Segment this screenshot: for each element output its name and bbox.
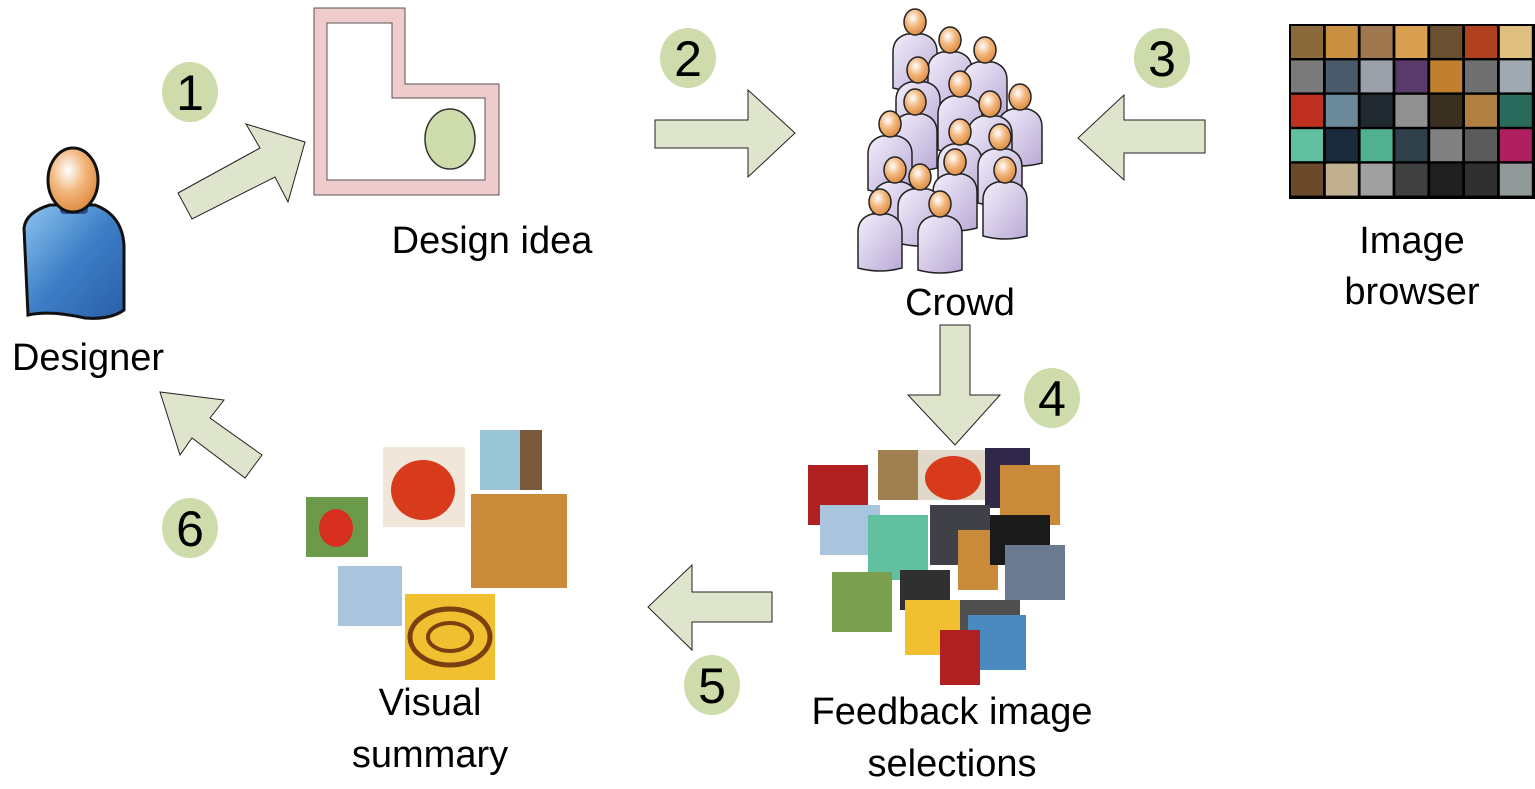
- feedback-label-2: selections: [868, 743, 1037, 785]
- thumbnail: [1291, 94, 1323, 127]
- thumbnail: [1395, 94, 1428, 127]
- step-4-badge: 4: [1024, 368, 1080, 428]
- svg-text:4: 4: [1038, 371, 1066, 427]
- design-idea-label: Design idea: [392, 220, 594, 262]
- arrow-6-icon: [159, 391, 263, 479]
- thumbnail: [1325, 163, 1358, 196]
- designer-person-icon: [22, 146, 126, 320]
- thumbnail: [1465, 163, 1497, 196]
- thumbnail: [1465, 129, 1497, 162]
- designer-label: Designer: [12, 337, 164, 379]
- step-5-badge: 5: [684, 655, 740, 715]
- arrow-3-icon: [1077, 93, 1206, 182]
- floorplan-icon: [313, 7, 500, 196]
- thumbnail: [1430, 94, 1463, 127]
- feedback-thumbnail: [868, 515, 928, 580]
- tomato-thumbnail: [925, 456, 981, 500]
- thumbnail: [1360, 94, 1393, 127]
- arrow-5-icon: [647, 563, 773, 652]
- thumbnail: [1465, 26, 1497, 58]
- thumbnail: [1430, 129, 1463, 162]
- thumbnail: [1291, 26, 1323, 58]
- thumbnail: [1360, 129, 1393, 162]
- thumbnail: [1395, 163, 1428, 196]
- svg-text:1: 1: [176, 65, 204, 121]
- thumbnail: [1291, 129, 1323, 162]
- image-browser-grid-icon: [1289, 24, 1535, 199]
- step-1-badge: 1: [162, 62, 218, 122]
- step-2-badge: 2: [660, 28, 716, 88]
- svg-text:2: 2: [674, 31, 702, 87]
- thumbnail: [1360, 60, 1393, 93]
- thumbnail: [1360, 26, 1393, 58]
- thumbnail: [1465, 94, 1497, 127]
- feedback-label-1: Feedback image: [812, 691, 1093, 733]
- thumbnail: [1499, 163, 1532, 196]
- feedback-thumbnail: [832, 572, 892, 632]
- svg-text:3: 3: [1148, 31, 1176, 87]
- thumbnail: [1395, 26, 1428, 58]
- thumbnail: [1395, 60, 1428, 93]
- visual-summary-icon: [306, 430, 567, 680]
- svg-text:5: 5: [698, 658, 726, 714]
- thumbnail: [1325, 129, 1358, 162]
- feedback-collage-icon: [808, 448, 1065, 685]
- thumbnail: [1360, 163, 1393, 196]
- feedback-thumbnail: [1005, 545, 1065, 600]
- thumbnail: [1499, 26, 1532, 58]
- step-6-badge: 6: [162, 498, 218, 558]
- thumbnail: [1499, 94, 1532, 127]
- thumbnail: [1325, 60, 1358, 93]
- thumbnail: [1430, 60, 1463, 93]
- step-3-badge: 3: [1134, 28, 1190, 88]
- thumbnail: [1465, 60, 1497, 93]
- thumbnail: [1325, 94, 1358, 127]
- arrow-4-icon: [906, 324, 1002, 446]
- thumbnail: [1291, 163, 1323, 196]
- thumbnail: [1430, 26, 1463, 58]
- svg-text:6: 6: [176, 501, 204, 557]
- thumbnail: [1499, 60, 1532, 93]
- crowd-label: Crowd: [905, 282, 1015, 324]
- image-browser-label-1: Image: [1359, 220, 1465, 262]
- arrow-2-icon: [654, 88, 796, 179]
- thumbnail: [1430, 163, 1463, 196]
- feedback-thumbnail: [940, 630, 980, 685]
- thumbnail: [1395, 129, 1428, 162]
- thumbnail: [1291, 60, 1323, 93]
- crowd-icon: [857, 8, 1043, 274]
- thumbnail: [1325, 26, 1358, 58]
- thumbnail: [1499, 129, 1532, 162]
- arrow-1-icon: [177, 123, 306, 220]
- summary-label-2: summary: [352, 734, 508, 776]
- summary-label-1: Visual: [379, 682, 482, 724]
- image-browser-label-2: browser: [1344, 271, 1479, 313]
